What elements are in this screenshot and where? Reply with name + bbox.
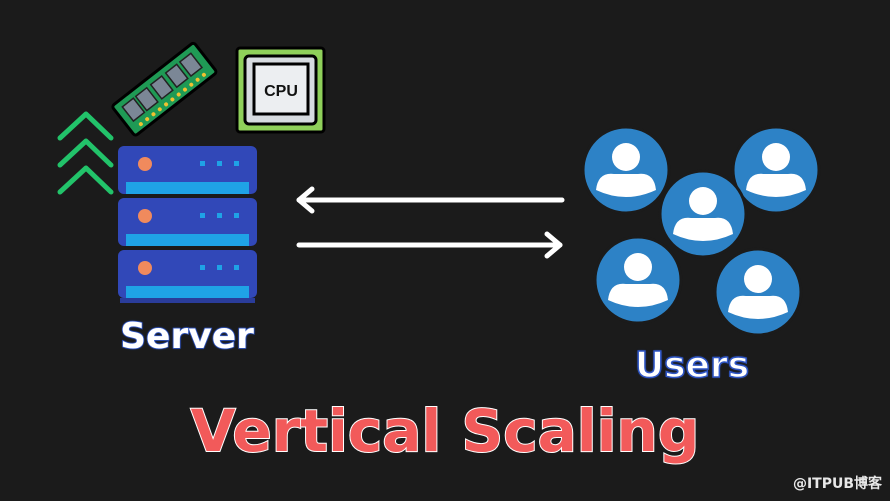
server-unit	[118, 250, 257, 298]
user-avatar-icon	[731, 125, 821, 215]
server-unit	[118, 198, 257, 246]
ram-stick-icon	[111, 41, 218, 137]
request-arrow-right-icon	[296, 231, 563, 259]
cpu-chip-icon: CPU	[235, 46, 326, 134]
response-arrow-left-icon	[296, 186, 565, 214]
cpu-label: CPU	[264, 83, 298, 100]
scale-up-chevrons-icon	[57, 111, 114, 195]
server-rack-icon	[118, 146, 257, 303]
user-avatar-icon	[593, 235, 683, 325]
user-avatar-icon	[713, 247, 803, 337]
server-unit	[118, 146, 257, 194]
users-group-icon	[581, 125, 821, 337]
user-avatar-icon	[658, 169, 748, 259]
user-avatar-icon	[581, 125, 671, 215]
watermark: @ITPUB博客	[792, 476, 882, 492]
server-label: Server	[119, 315, 254, 358]
users-label: Users	[634, 344, 750, 387]
diagram-title: Vertical Scaling	[190, 396, 701, 466]
